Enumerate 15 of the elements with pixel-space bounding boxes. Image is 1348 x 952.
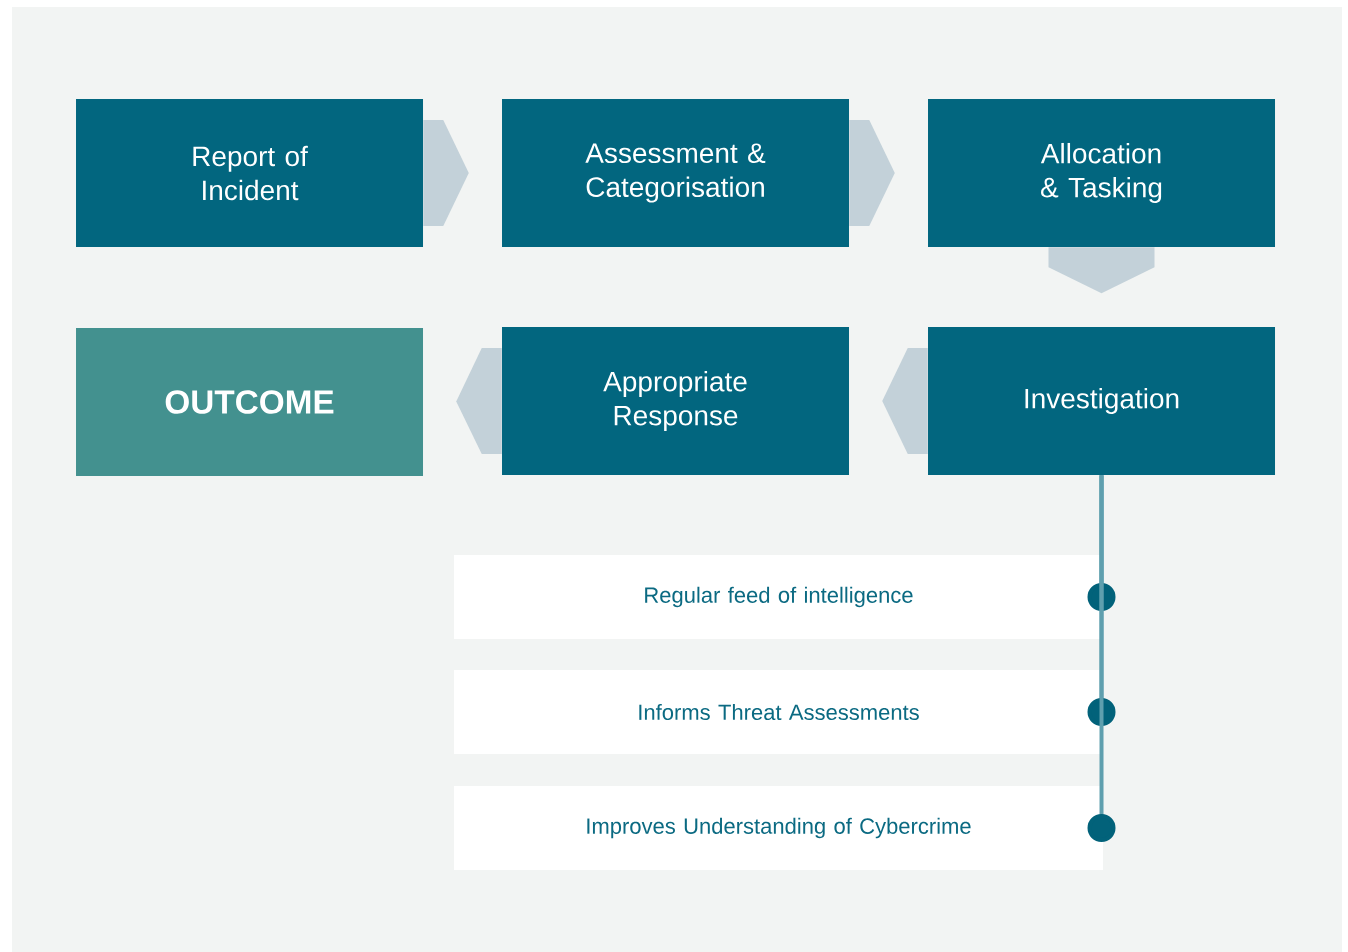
- process-box: Report of Incident: [76, 99, 423, 247]
- process-box: Appropriate Response: [502, 327, 849, 475]
- chevron-arrow: [882, 348, 928, 454]
- result-box: Informs Threat Assessments: [454, 670, 1103, 754]
- chevron-arrow: [456, 348, 502, 454]
- result-box: Improves Understanding of Cybercrime: [454, 786, 1103, 870]
- chevron-arrow: [423, 120, 469, 226]
- outcome-box: OUTCOME: [76, 328, 423, 476]
- chevron-arrow: [1048, 247, 1155, 294]
- result-box: Regular feed of intelligence: [454, 555, 1103, 639]
- process-box: Allocation & Tasking: [928, 99, 1275, 247]
- connector-line: [1087, 475, 1116, 842]
- chevron-arrow: [849, 120, 895, 226]
- process-box: Investigation: [928, 327, 1275, 475]
- process-box: Assessment & Categorisation: [502, 99, 849, 247]
